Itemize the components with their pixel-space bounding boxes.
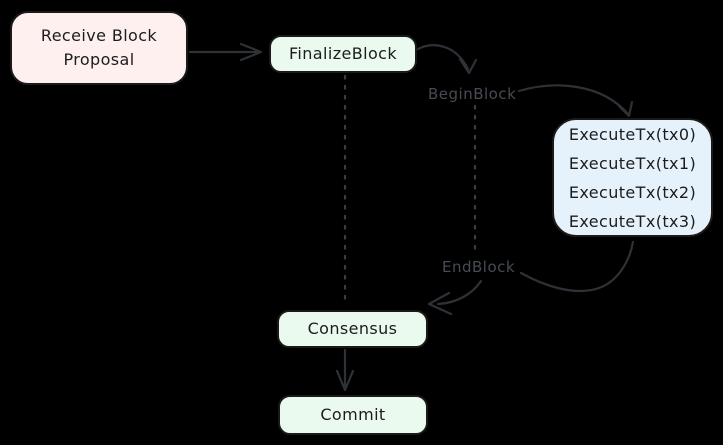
arrow-finalize-to-beginblock	[416, 44, 478, 75]
execute-tx-line: ExecuteTx(tx3)	[568, 211, 697, 231]
phase-label-beginblock: BeginBlock	[428, 85, 517, 103]
arrow-receive-to-finalize	[188, 42, 263, 62]
node-finalize-block: FinalizeBlock	[269, 35, 417, 73]
node-label-line: Proposal	[63, 50, 135, 69]
node-label-line: Receive Block	[40, 26, 158, 45]
arrow-consensus-to-commit	[335, 348, 355, 392]
node-label: FinalizeBlock	[288, 44, 398, 63]
node-label: Consensus	[307, 319, 398, 338]
execute-tx-line: ExecuteTx(tx1)	[568, 153, 697, 173]
phase-label-endblock: EndBlock	[442, 258, 516, 276]
node-label: Commit	[320, 405, 386, 424]
arrow-endblock-to-consensus	[427, 279, 483, 316]
node-commit: Commit	[278, 395, 428, 435]
execute-tx-line: ExecuteTx(tx0)	[568, 124, 697, 144]
execute-tx-line: ExecuteTx(tx2)	[568, 182, 697, 202]
node-consensus: Consensus	[277, 310, 428, 348]
node-receive-block-proposal: Receive Block Proposal	[10, 11, 188, 85]
curve-executetx-to-endblock	[519, 240, 635, 293]
node-execute-tx: ExecuteTx(tx0) ExecuteTx(tx1) ExecuteTx(…	[552, 118, 713, 237]
arrow-beginblock-to-executetx	[517, 84, 634, 118]
